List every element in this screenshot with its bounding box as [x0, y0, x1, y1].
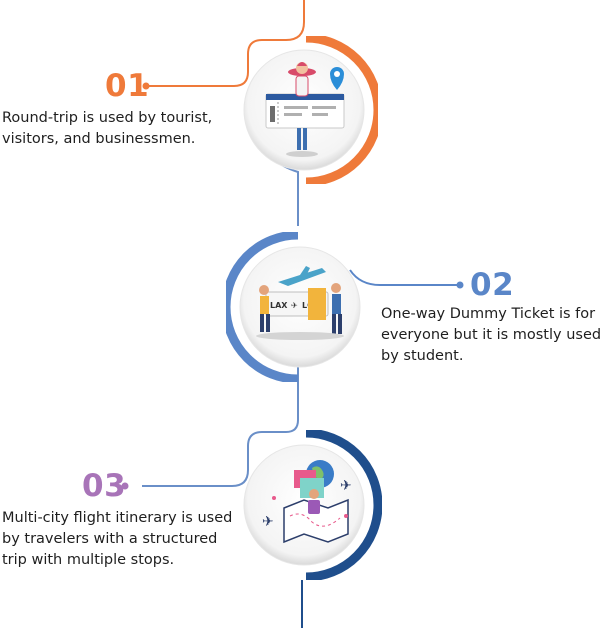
step-description-03: Multi-city flight itinerary is used by t…	[2, 508, 232, 571]
desc-line: Multi-city flight itinerary is used	[2, 510, 233, 526]
desc-line: One-way Dummy Ticket is for	[381, 306, 596, 322]
desc-line: by student.	[381, 348, 464, 364]
connector-top	[146, 0, 305, 87]
dot-01	[142, 82, 150, 90]
svg-text:✈: ✈	[340, 478, 352, 494]
desc-line: by travelers with a structured	[2, 531, 218, 547]
step-description-02: One-way Dummy Ticket is for everyone but…	[381, 304, 601, 367]
ticket-from: LAX	[270, 301, 288, 310]
desc-line: visitors, and businessmen.	[2, 131, 196, 147]
connector-02	[349, 269, 458, 286]
connector-2-3	[142, 366, 299, 487]
desc-line: everyone but it is mostly used	[381, 327, 602, 343]
multi-city-globe-planes-icon: ✈ ✈	[262, 460, 352, 544]
dot-03	[121, 482, 129, 490]
lax-lga-one-way-ticket-icon: LAX ✈ LGA	[256, 266, 344, 340]
step-illustration-01	[243, 36, 378, 184]
desc-line: trip with multiple stops.	[2, 552, 175, 568]
step-number-03: 03	[82, 468, 127, 504]
step-number-01: 01	[105, 68, 150, 104]
step-number-02: 02	[470, 267, 515, 303]
step-illustration-03: ✈ ✈	[243, 430, 382, 580]
traveler-boarding-pass-icon	[265, 62, 345, 157]
desc-line: Round-trip is used by tourist,	[2, 110, 213, 126]
svg-text:✈: ✈	[262, 514, 274, 530]
dot-02	[456, 281, 464, 289]
svg-text:✈: ✈	[291, 301, 298, 310]
step-illustration-02: LAX ✈ LGA	[226, 232, 361, 382]
step-description-01: Round-trip is used by tourist, visitors,…	[2, 108, 212, 150]
